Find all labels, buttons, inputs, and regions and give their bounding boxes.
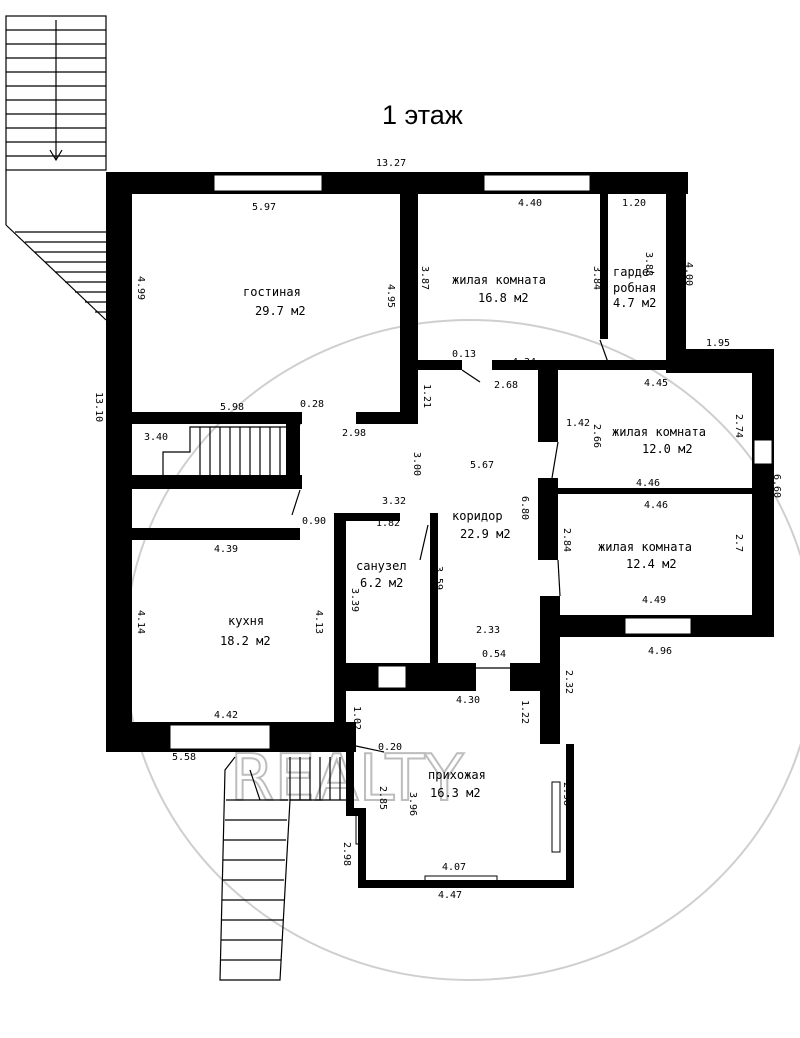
dim-1-02: 1.02 — [351, 706, 362, 730]
room-living-name: гостиная — [243, 285, 301, 299]
dim-2-40: 2.40 — [283, 438, 294, 462]
dimensions: 13.27 5.97 4.40 1.20 1.95 0.13 4.34 2.68… — [93, 158, 782, 901]
room-bedroom1-area: 16.8 м2 — [478, 291, 529, 305]
dim-2-33: 2.33 — [476, 625, 500, 636]
dim-2-98-c: 2.98 — [341, 842, 352, 866]
dim-1-82: 1.82 — [376, 518, 400, 529]
room-bathroom-name: санузел — [356, 559, 407, 573]
room-hall-name: прихожая — [428, 768, 486, 782]
room-living: гостиная 29.7 м2 — [243, 285, 306, 318]
room-bathroom-area: 6.2 м2 — [360, 576, 403, 590]
room-hall: прихожая 16.3 м2 — [428, 768, 486, 800]
dim-3-00: 3.00 — [411, 452, 422, 476]
dim-4-47: 4.47 — [438, 890, 462, 901]
room-wardrobe-name1: гарде- — [613, 265, 656, 279]
room-kitchen-area: 18.2 м2 — [220, 634, 271, 648]
dim-2-66: 2.66 — [591, 424, 602, 448]
room-bedroom2-area: 12.0 м2 — [642, 442, 693, 456]
dim-4-00: 4.00 — [683, 262, 694, 286]
dim-3-32: 3.32 — [382, 496, 406, 507]
dim-5-58: 5.58 — [172, 752, 196, 763]
dim-4-39: 4.39 — [214, 544, 238, 555]
page-title: 1 этаж — [382, 100, 463, 130]
dim-4-46-a: 4.46 — [636, 478, 660, 489]
dim-6-80: 6.80 — [519, 496, 530, 520]
dim-2-32: 2.32 — [563, 670, 574, 694]
dim-4-40: 4.40 — [518, 198, 542, 209]
dim-4-13: 4.13 — [313, 610, 324, 634]
room-kitchen: кухня 18.2 м2 — [220, 614, 271, 648]
dim-2-84: 2.84 — [561, 528, 572, 552]
room-wardrobe-area: 4.7 м2 — [613, 296, 656, 310]
room-bedroom2: жилая комната 12.0 м2 — [612, 425, 706, 456]
dim-4-49: 4.49 — [642, 595, 666, 606]
outside-stair-top — [5, 15, 107, 321]
dim-4-95: 4.95 — [385, 284, 396, 308]
dim-2-7: 2.7 — [733, 534, 744, 552]
dim-4-46-b: 4.46 — [644, 500, 668, 511]
windows — [169, 174, 773, 885]
room-corridor-area: 22.9 м2 — [460, 527, 511, 541]
dim-2-74: 2.74 — [733, 414, 744, 438]
dim-3-40: 3.40 — [144, 432, 168, 443]
dim-5-98: 5.98 — [220, 402, 244, 413]
dim-2-85: 2.85 — [377, 786, 388, 810]
hall-outline — [346, 744, 574, 888]
dim-4-99: 4.99 — [135, 276, 146, 300]
room-wardrobe-name2: робная — [613, 281, 656, 295]
dim-13-27: 13.27 — [376, 158, 406, 169]
room-kitchen-name: кухня — [228, 614, 264, 628]
dim-13-10: 13.10 — [93, 392, 104, 422]
dim-3-96: 3.96 — [407, 792, 418, 816]
room-bedroom2-name: жилая комната — [612, 425, 706, 439]
dim-3-88: 3.88 — [643, 252, 654, 276]
dim-4-14: 4.14 — [135, 610, 146, 634]
dim-0-28: 0.28 — [300, 399, 324, 410]
dim-3-84: 3.84 — [591, 266, 602, 290]
dim-4-96: 4.96 — [648, 646, 672, 657]
room-bedroom1: жилая комната 16.8 м2 — [452, 273, 546, 305]
dim-4-45: 4.45 — [644, 378, 668, 389]
dim-2-98-b: 2.98 — [561, 782, 572, 806]
door-lines — [289, 339, 611, 753]
dim-1-22: 1.22 — [519, 700, 530, 724]
room-bedroom1-name: жилая комната — [452, 273, 546, 287]
dim-4-30: 4.30 — [456, 695, 480, 706]
room-bedroom3-name: жилая комната — [598, 540, 692, 554]
dim-3-39: 3.39 — [349, 588, 360, 612]
dim-5-67: 5.67 — [470, 460, 494, 471]
room-wardrobe: гарде- робная 4.7 м2 — [613, 265, 656, 310]
dim-0-20: 0.20 — [378, 742, 402, 753]
room-bedroom3-area: 12.4 м2 — [626, 557, 677, 571]
room-living-area: 29.7 м2 — [255, 304, 306, 318]
room-corridor: коридор 22.9 м2 — [452, 509, 511, 541]
dim-3-59: 3.59 — [433, 566, 444, 590]
dim-2-98: 2.98 — [342, 428, 366, 439]
dim-1-42: 1.42 — [566, 418, 590, 429]
dim-0-54: 0.54 — [482, 649, 506, 660]
room-hall-area: 16.3 м2 — [430, 786, 481, 800]
walls — [106, 172, 774, 752]
dim-5-97: 5.97 — [252, 202, 276, 213]
room-bedroom3: жилая комната 12.4 м2 — [598, 540, 692, 571]
dim-1-95: 1.95 — [706, 338, 730, 349]
dim-4-34: 4.34 — [512, 357, 536, 368]
room-bathroom: санузел 6.2 м2 — [356, 559, 407, 590]
dim-6-60: 6.60 — [771, 474, 782, 498]
dim-2-68: 2.68 — [494, 380, 518, 391]
dim-1-21: 1.21 — [421, 384, 432, 408]
dim-1-20: 1.20 — [622, 198, 646, 209]
interior-stair — [162, 426, 291, 475]
dim-0-90: 0.90 — [302, 516, 326, 527]
dim-0-13: 0.13 — [452, 349, 476, 360]
dim-3-87: 3.87 — [419, 266, 430, 290]
dim-4-42: 4.42 — [214, 710, 238, 721]
room-corridor-name: коридор — [452, 509, 503, 523]
dim-4-07: 4.07 — [442, 862, 466, 873]
